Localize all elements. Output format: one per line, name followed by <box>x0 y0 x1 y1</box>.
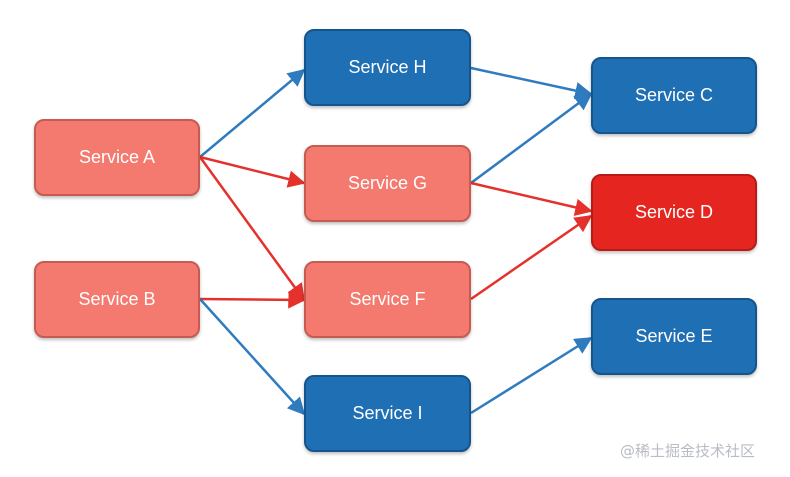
edge-g-d <box>470 181 593 216</box>
service-f-label: Service F <box>349 289 426 309</box>
service-a-node[interactable]: Service A <box>34 119 200 196</box>
service-h-label: Service H <box>348 57 427 77</box>
service-b-label: Service B <box>78 289 156 309</box>
service-i-label: Service I <box>352 403 423 423</box>
edge-a-g <box>199 155 306 188</box>
service-d-label: Service D <box>634 202 714 222</box>
edge-b-i <box>199 298 306 416</box>
service-f-node[interactable]: Service F <box>304 261 471 338</box>
watermark-text: @稀土掘金技术社区 <box>620 442 756 460</box>
service-a-label: Service A <box>78 147 156 167</box>
edge-h-c <box>470 66 593 100</box>
service-i-node[interactable]: Service I <box>304 375 471 452</box>
service-c-label: Service C <box>634 85 714 105</box>
edge-f-d <box>470 214 593 301</box>
service-b-node[interactable]: Service B <box>34 261 200 338</box>
service-h-node[interactable]: Service H <box>304 29 471 106</box>
edge-i-e <box>470 336 593 415</box>
edge-a-f <box>198 156 306 302</box>
service-c-node[interactable]: Service C <box>591 57 757 134</box>
service-g-node[interactable]: Service G <box>304 145 471 222</box>
service-d-node[interactable]: Service D <box>591 174 757 251</box>
service-g-label: Service G <box>347 173 428 193</box>
service-e-node[interactable]: Service E <box>591 298 757 375</box>
edge-a-h <box>199 68 306 158</box>
edge-b-f <box>199 291 306 309</box>
edge-g-c <box>470 92 593 185</box>
service-e-label: Service E <box>635 326 713 346</box>
